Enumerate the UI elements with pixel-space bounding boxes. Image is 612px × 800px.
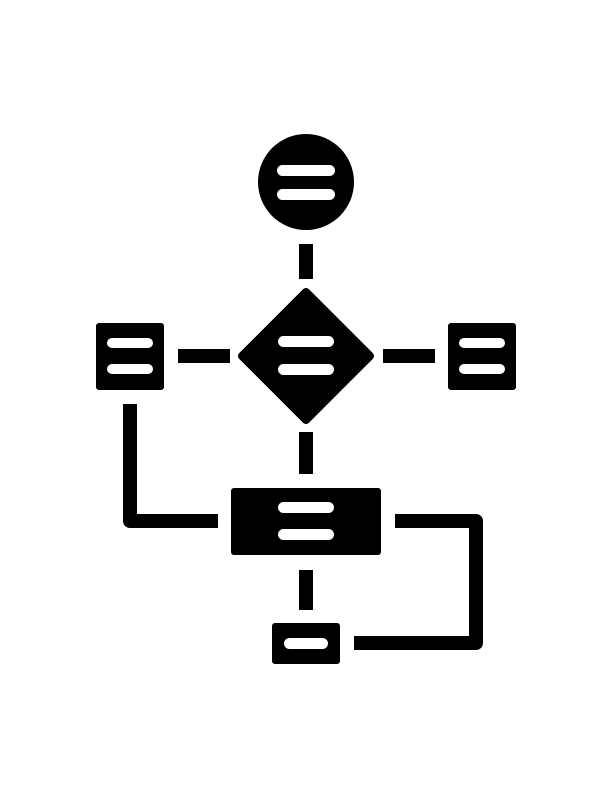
decision-line-1 <box>278 336 334 347</box>
right-box-line-2 <box>459 364 505 374</box>
connector-decision-left <box>178 349 230 363</box>
left-box-line-1 <box>107 338 153 348</box>
left-box <box>96 323 164 390</box>
connector-left-process <box>123 404 218 528</box>
right-box-line-1 <box>459 338 505 348</box>
connectors <box>178 244 435 610</box>
end-line <box>284 638 328 649</box>
right-box-node <box>448 323 516 390</box>
start-line-2 <box>277 189 335 200</box>
connector-decision-process <box>299 432 313 474</box>
start-line-1 <box>277 165 335 176</box>
end-node <box>272 623 340 664</box>
connector-decision-right <box>383 349 435 363</box>
decision-line-2 <box>278 364 334 375</box>
right-box <box>448 323 516 390</box>
connector-start-decision <box>299 244 313 279</box>
left-box-line-2 <box>107 364 153 374</box>
decision-diamond <box>238 288 374 424</box>
start-circle <box>258 134 354 230</box>
process-box <box>231 488 381 555</box>
loop-connectors <box>123 404 483 650</box>
process-node <box>231 488 381 555</box>
process-line-1 <box>278 502 334 513</box>
connector-process-end-loop <box>354 514 483 650</box>
start-node <box>258 134 354 230</box>
connector-process-end <box>299 570 313 610</box>
left-box-node <box>96 323 164 390</box>
process-line-2 <box>278 529 334 540</box>
decision-node <box>238 288 374 424</box>
